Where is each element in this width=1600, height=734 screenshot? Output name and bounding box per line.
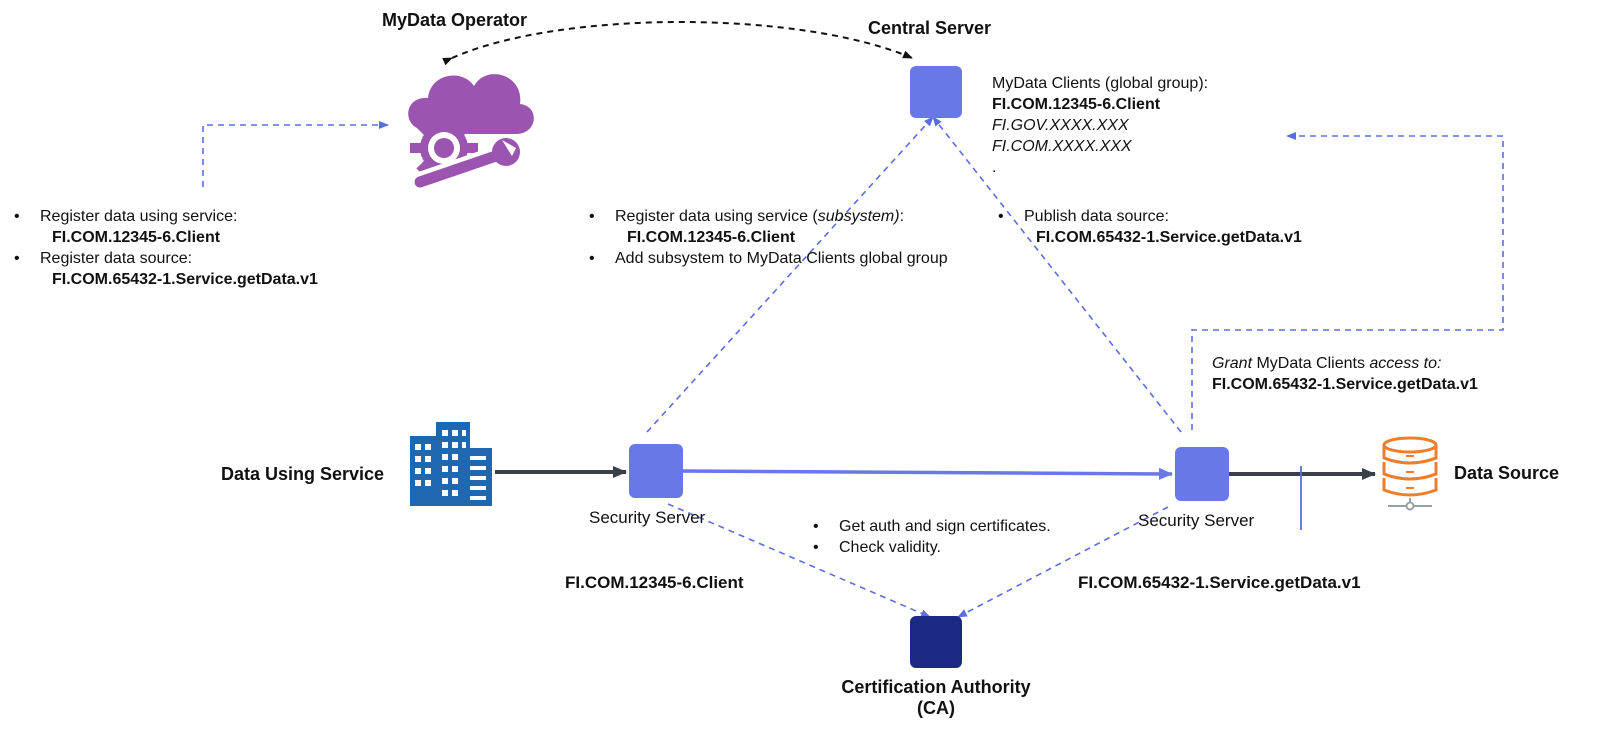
global-group-member: FI.COM.XXXX.XXX [992, 138, 1132, 155]
grant-link [1191, 132, 1504, 430]
ca-note-item: Get auth and sign certificates. [813, 516, 1051, 537]
cloud-gear-wrench-icon [398, 60, 538, 192]
operator-register-link [202, 121, 389, 187]
client-note-item: Add subsystem to MyData Clients global g… [589, 248, 949, 269]
ca-notes: Get auth and sign certificates. Check va… [813, 516, 1051, 558]
ss-to-ss-arrow [679, 467, 1173, 480]
ca-note-item: Check validity. [813, 537, 1051, 558]
grant-note: Grant MyData Clients access to: FI.COM.6… [1212, 355, 1478, 393]
publish-note: Publish data source: FI.COM.65432-1.Serv… [998, 206, 1302, 248]
global-group-heading: MyData Clients (global group): [992, 75, 1209, 92]
left-subsystem-id: FI.COM.12345-6.Client [565, 573, 744, 592]
global-group-member: FI.GOV.XXXX.XXX [992, 117, 1129, 134]
client-note-item: Register data using service (subsystem):… [589, 206, 949, 248]
central-server-title: Central Server [868, 18, 992, 38]
grant-note-value: FI.COM.65432-1.Service.getData.v1 [1212, 376, 1478, 393]
global-group-block: MyData Clients (global group): FI.COM.12… [992, 73, 1208, 178]
central-server-node[interactable] [910, 66, 962, 118]
operator-note-item: Register data source: FI.COM.65432-1.Ser… [14, 248, 318, 290]
operator-note-item: Register data using service: FI.COM.1234… [14, 206, 318, 248]
security-server-right-label: Security Server [1138, 511, 1255, 530]
database-icon [1378, 436, 1442, 514]
left-ss-ca-link [667, 503, 931, 618]
data-source-title: Data Source [1454, 463, 1560, 483]
office-building-icon [408, 420, 494, 506]
left-ss-central-link [646, 116, 934, 433]
security-server-left-node[interactable] [629, 444, 683, 498]
operator-notes: Register data using service: FI.COM.1234… [14, 206, 318, 290]
data-using-service-title: Data Using Service [221, 464, 385, 484]
global-group-ellipsis: . [992, 159, 997, 176]
security-server-right-node[interactable] [1175, 447, 1229, 501]
publish-note-item: Publish data source: FI.COM.65432-1.Serv… [998, 206, 1302, 248]
global-group-member: FI.COM.12345-6.Client [992, 96, 1161, 113]
right-ss-central-link [932, 116, 1182, 433]
right-service-id: FI.COM.65432-1.Service.getData.v1 [1078, 573, 1361, 592]
ca-title: Certification Authority (CA) [841, 677, 1031, 718]
operator-central-link [442, 21, 913, 66]
certification-authority-node[interactable] [910, 616, 962, 668]
mydata-operator-title: MyData Operator [382, 10, 528, 30]
security-server-left-label: Security Server [589, 508, 706, 527]
client-notes: Register data using service (subsystem):… [589, 206, 949, 269]
